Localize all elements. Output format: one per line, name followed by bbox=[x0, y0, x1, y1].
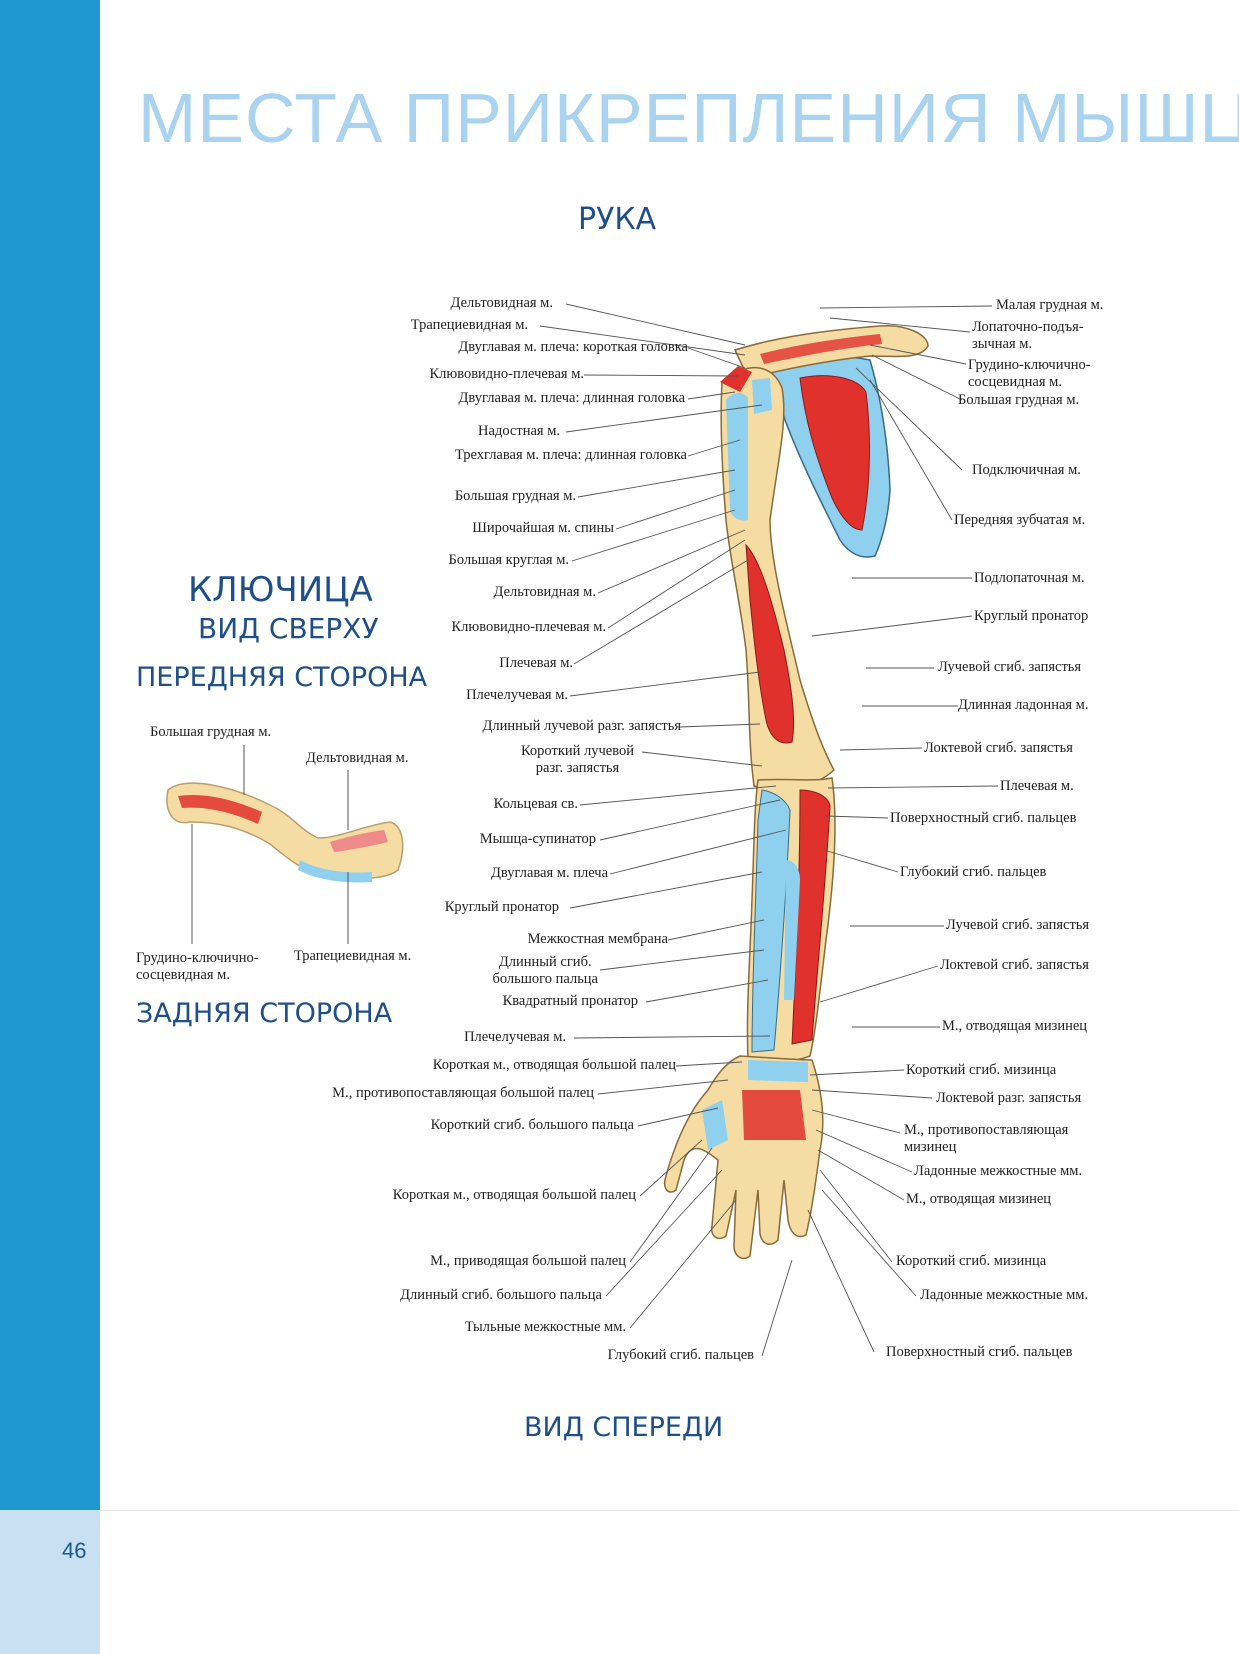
left-label: Двуглавая м. плеча: длинная головка bbox=[458, 390, 686, 406]
left-label: Тыльные межкостные мм. bbox=[464, 1319, 626, 1335]
clavicle-label-deltoid: Дельтовидная м. bbox=[306, 750, 409, 766]
left-label: Трехглавая м. плеча: длинная головка bbox=[454, 447, 687, 463]
clavicle-subheading: ВИД СВЕРХУ bbox=[198, 612, 379, 645]
left-label: Двуглавая м. плеча: короткая головка bbox=[458, 339, 688, 355]
right-label: Короткий сгиб. мизинца bbox=[906, 1062, 1057, 1078]
sidebar-footer bbox=[0, 1510, 100, 1654]
right-label: Поверхностный сгиб. пальцев bbox=[886, 1344, 1073, 1360]
left-label: Кольцевая св. bbox=[493, 796, 578, 812]
left-label: Короткая м., отводящая большой палец bbox=[392, 1187, 636, 1203]
left-label: Короткий лучевой разг. запястья bbox=[520, 743, 634, 776]
left-label: Межкостная мембрана bbox=[527, 931, 668, 947]
clavicle-label-trapezius: Трапециевидная м. bbox=[294, 948, 412, 964]
right-label: Подлопаточная м. bbox=[974, 570, 1085, 586]
left-label: Короткий сгиб. большого пальца bbox=[430, 1117, 634, 1133]
right-label: Длинная ладонная м. bbox=[958, 697, 1089, 713]
left-label: Мышца-супинатор bbox=[479, 831, 596, 847]
right-label: Лучевой сгиб. запястья bbox=[946, 917, 1090, 933]
clavicle-label-scm: Грудино-ключично- сосцевидная м. bbox=[136, 950, 259, 983]
front-side-heading: ПЕРЕДНЯЯ СТОРОНА bbox=[136, 662, 428, 693]
sidebar-strip bbox=[0, 0, 100, 1510]
right-label: Плечевая м. bbox=[1000, 778, 1074, 794]
right-label: Грудино-ключично- сосцевидная м. bbox=[968, 357, 1091, 390]
hand-drawing bbox=[664, 1055, 824, 1260]
left-label: М., приводящая большой палец bbox=[430, 1253, 626, 1269]
right-label: Локтевой сгиб. запястья bbox=[940, 957, 1089, 973]
clavicle-heading: КЛЮЧИЦА bbox=[188, 570, 373, 610]
right-leader-lines bbox=[807, 305, 999, 1353]
right-label: Малая грудная м. bbox=[996, 297, 1104, 313]
clavicle-drawing bbox=[166, 782, 404, 883]
right-label: Ладонные межкостные мм. bbox=[920, 1287, 1089, 1303]
right-label: Круглый пронатор bbox=[974, 608, 1089, 624]
scapula-drawing bbox=[769, 355, 891, 558]
forearm-drawing bbox=[746, 777, 836, 1063]
left-leader-lines bbox=[539, 303, 793, 1357]
clavicle-label-pectoralis: Большая грудная м. bbox=[150, 724, 272, 740]
left-label: Длинный сгиб. большого пальца bbox=[492, 954, 598, 987]
right-label: Ладонные межкостные мм. bbox=[914, 1163, 1083, 1179]
right-label: М., отводящая мизинец bbox=[942, 1018, 1088, 1034]
page-title: МЕСТА ПРИКРЕПЛЕНИЯ МЫШЦ bbox=[138, 79, 1239, 157]
right-label: Глубокий сгиб. пальцев bbox=[900, 864, 1047, 880]
page-number: 46 bbox=[62, 1538, 87, 1563]
right-label: М., отводящая мизинец bbox=[906, 1191, 1052, 1207]
humerus-drawing bbox=[720, 366, 835, 790]
left-label: Плечелучевая м. bbox=[464, 1029, 566, 1045]
right-label: Локтевой разг. запястья bbox=[936, 1090, 1082, 1106]
right-label: М., противопоставляющая мизинец bbox=[904, 1122, 1069, 1155]
footer-rule bbox=[100, 1510, 1239, 1511]
back-side-heading: ЗАДНЯЯ СТОРОНА bbox=[136, 998, 393, 1029]
left-label: Длинный сгиб. большого пальца bbox=[400, 1287, 602, 1303]
left-label: М., противопоставляющая большой палец bbox=[332, 1085, 594, 1101]
right-label: Лучевой сгиб. запястья bbox=[938, 659, 1082, 675]
right-label: Большая грудная м. bbox=[958, 392, 1080, 408]
right-label: Поверхностный сгиб. пальцев bbox=[890, 810, 1077, 826]
arm-heading: РУКА bbox=[578, 202, 657, 237]
left-label: Короткая м., отводящая большой палец bbox=[432, 1057, 676, 1073]
right-label: Подключичная м. bbox=[972, 462, 1081, 478]
left-label: Клювовидно-плечевая м. bbox=[429, 366, 584, 382]
view-heading: ВИД СПЕРЕДИ bbox=[524, 1412, 724, 1443]
left-label: Дельтовидная м. bbox=[493, 584, 596, 600]
left-label: Двуглавая м. плеча bbox=[491, 865, 608, 881]
left-label: Трапециевидная м. bbox=[410, 317, 528, 333]
right-label: Передняя зубчатая м. bbox=[954, 512, 1086, 528]
left-label: Глубокий сгиб. пальцев bbox=[607, 1347, 754, 1363]
left-label: Широчайшая м. спины bbox=[472, 520, 614, 536]
left-label: Квадратный пронатор bbox=[502, 993, 638, 1009]
left-label: Большая грудная м. bbox=[454, 488, 576, 504]
left-label: Дельтовидная м. bbox=[450, 295, 553, 311]
left-label: Надостная м. bbox=[478, 423, 560, 439]
left-label: Клювовидно-плечевая м. bbox=[451, 619, 606, 635]
left-label: Плечевая м. bbox=[499, 655, 573, 671]
left-label: Круглый пронатор bbox=[444, 899, 559, 915]
right-label: Лопаточно-подъя- зычная м. bbox=[972, 319, 1084, 352]
right-label: Локтевой сгиб. запястья bbox=[924, 740, 1073, 756]
right-label: Короткий сгиб. мизинца bbox=[896, 1253, 1047, 1269]
left-label: Длинный лучевой разг. запястья bbox=[482, 718, 681, 734]
left-label: Плечелучевая м. bbox=[466, 687, 568, 703]
left-label: Большая круглая м. bbox=[448, 552, 569, 568]
